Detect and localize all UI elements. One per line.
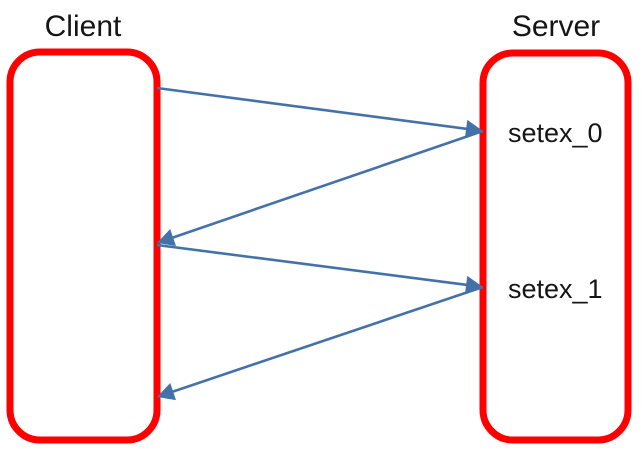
lane-title-server: Server [512, 10, 600, 43]
node-label-setex-0: setex_0 [508, 118, 603, 148]
node-label-setex-1: setex_1 [508, 274, 603, 304]
lane-box-server[interactable] [479, 49, 632, 444]
arrow-request-setex-0[interactable] [156, 86, 483, 138]
lane-box-client[interactable] [6, 48, 161, 444]
arrow-request-setex-1[interactable] [156, 243, 483, 294]
arrow-response-setex-0[interactable] [157, 129, 484, 246]
arrow-response-setex-1[interactable] [157, 285, 484, 401]
lane-title-client: Client [45, 10, 122, 43]
